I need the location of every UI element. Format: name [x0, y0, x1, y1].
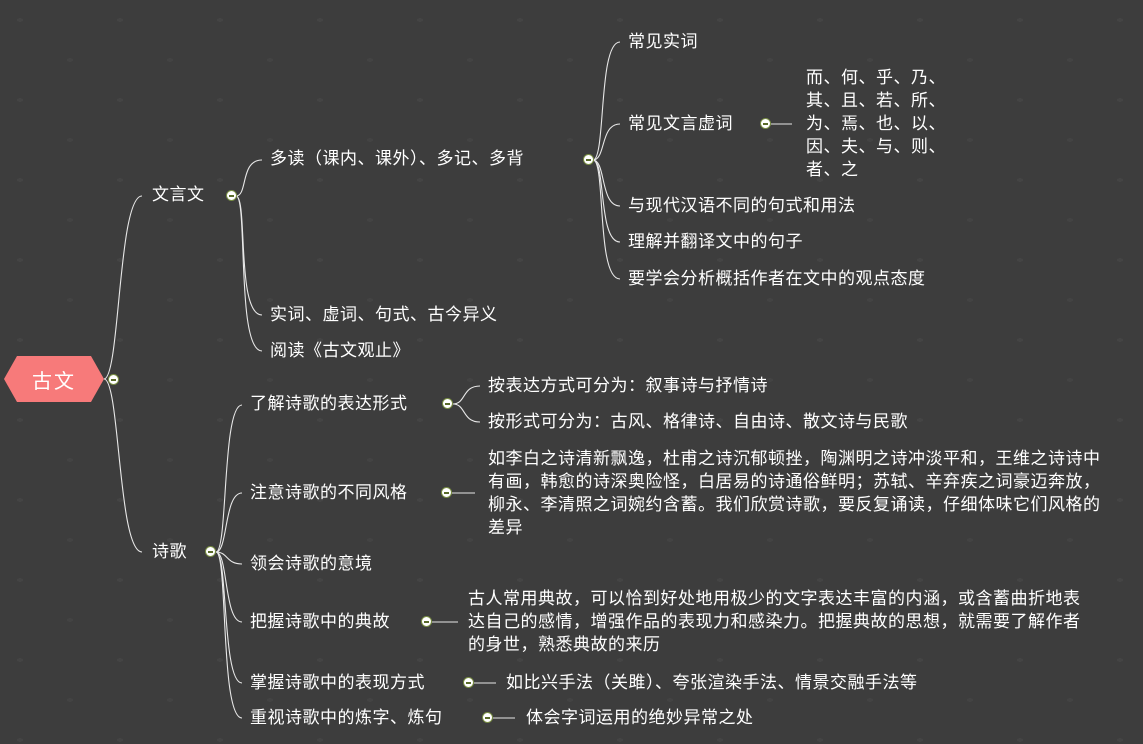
link-root-wenyan — [103, 195, 143, 380]
link-shige-5 — [215, 551, 243, 684]
node-yijing[interactable]: 领会诗歌的意境 — [250, 554, 373, 574]
node-wenyan[interactable]: 文言文 — [152, 185, 205, 205]
collapse-toggle-xuci[interactable] — [760, 118, 771, 129]
link-shige-4 — [215, 551, 243, 623]
node-lianzi-detail[interactable]: 体会字词运用的绝妙异常之处 — [526, 708, 754, 728]
node-diangu[interactable]: 把握诗歌中的典故 — [250, 612, 390, 632]
node-shige[interactable]: 诗歌 — [152, 542, 187, 562]
collapse-toggle-diangu[interactable] — [421, 616, 432, 627]
collapse-toggle-biaoxian[interactable] — [463, 677, 474, 688]
collapse-toggle-biaoda[interactable] — [442, 398, 453, 409]
link-wenyan-shici — [235, 195, 263, 316]
node-changjian-shici[interactable]: 常见实词 — [628, 32, 698, 52]
node-fengge[interactable]: 注意诗歌的不同风格 — [250, 483, 408, 503]
link-root-shige — [103, 378, 143, 553]
node-xuci-list[interactable]: 而、何、乎、乃、其、且、若、所、为、焉、也、以、因、夫、与、则、者、之 — [806, 68, 946, 180]
node-lianzi[interactable]: 重视诗歌中的炼字、炼句 — [250, 708, 443, 728]
collapse-toggle-root[interactable] — [108, 374, 119, 385]
link-duodu-5 — [592, 159, 621, 280]
node-biaoxian[interactable]: 掌握诗歌中的表现方式 — [250, 673, 425, 693]
link-biaoda-1 — [452, 385, 481, 405]
node-yuedu[interactable]: 阅读《古文观止》 — [270, 341, 410, 361]
collapse-toggle-fengge[interactable] — [441, 487, 452, 498]
link-biaoda-2 — [452, 403, 481, 423]
link-duodu-4 — [592, 159, 621, 243]
node-biaoda-2[interactable]: 按形式可分为：古风、格律诗、自由诗、散文诗与民歌 — [488, 412, 908, 432]
node-shici[interactable]: 实词、虚词、句式、古今异义 — [270, 305, 498, 325]
node-biaoda[interactable]: 了解诗歌的表达形式 — [250, 394, 408, 414]
node-guandian[interactable]: 要学会分析概括作者在文中的观点态度 — [628, 269, 926, 289]
link-shige-3 — [215, 551, 243, 565]
link-duodu-2 — [592, 123, 621, 161]
root-node[interactable]: 古文 — [4, 356, 104, 402]
node-xuci[interactable]: 常见文言虚词 — [628, 114, 733, 134]
node-biaoda-1[interactable]: 按表达方式可分为：叙事诗与抒情诗 — [488, 376, 768, 396]
collapse-toggle-wenyan[interactable] — [226, 190, 237, 201]
link-shige-6 — [215, 551, 243, 719]
node-biaoxian-detail[interactable]: 如比兴手法（关雎）、夸张渲染手法、情景交融手法等 — [506, 673, 918, 693]
collapse-toggle-duodu[interactable] — [583, 154, 594, 165]
link-shige-2 — [215, 492, 243, 553]
link-shige-1 — [215, 404, 243, 553]
link-duodu-1 — [592, 41, 621, 161]
node-diangu-detail[interactable]: 古人常用典故，可以恰到好处地用极少的文字表达丰富的内涵，或含蓄曲折地表达自己的感… — [468, 589, 1081, 655]
node-fengge-detail[interactable]: 如李白之诗清新飘逸，杜甫之诗沉郁顿挫，陶渊明之诗冲淡平和，王维之诗诗中有画，韩愈… — [488, 449, 1101, 538]
collapse-toggle-shige[interactable] — [205, 546, 216, 557]
node-fanyi[interactable]: 理解并翻译文中的句子 — [628, 232, 803, 252]
node-duodu[interactable]: 多读（课内、课外）、多记、多背 — [270, 149, 524, 169]
link-wenyan-duodu — [235, 159, 263, 197]
link-wenyan-yuedu — [235, 195, 263, 352]
collapse-toggle-lianzi[interactable] — [482, 712, 493, 723]
node-jushi[interactable]: 与现代汉语不同的句式和用法 — [628, 196, 856, 216]
